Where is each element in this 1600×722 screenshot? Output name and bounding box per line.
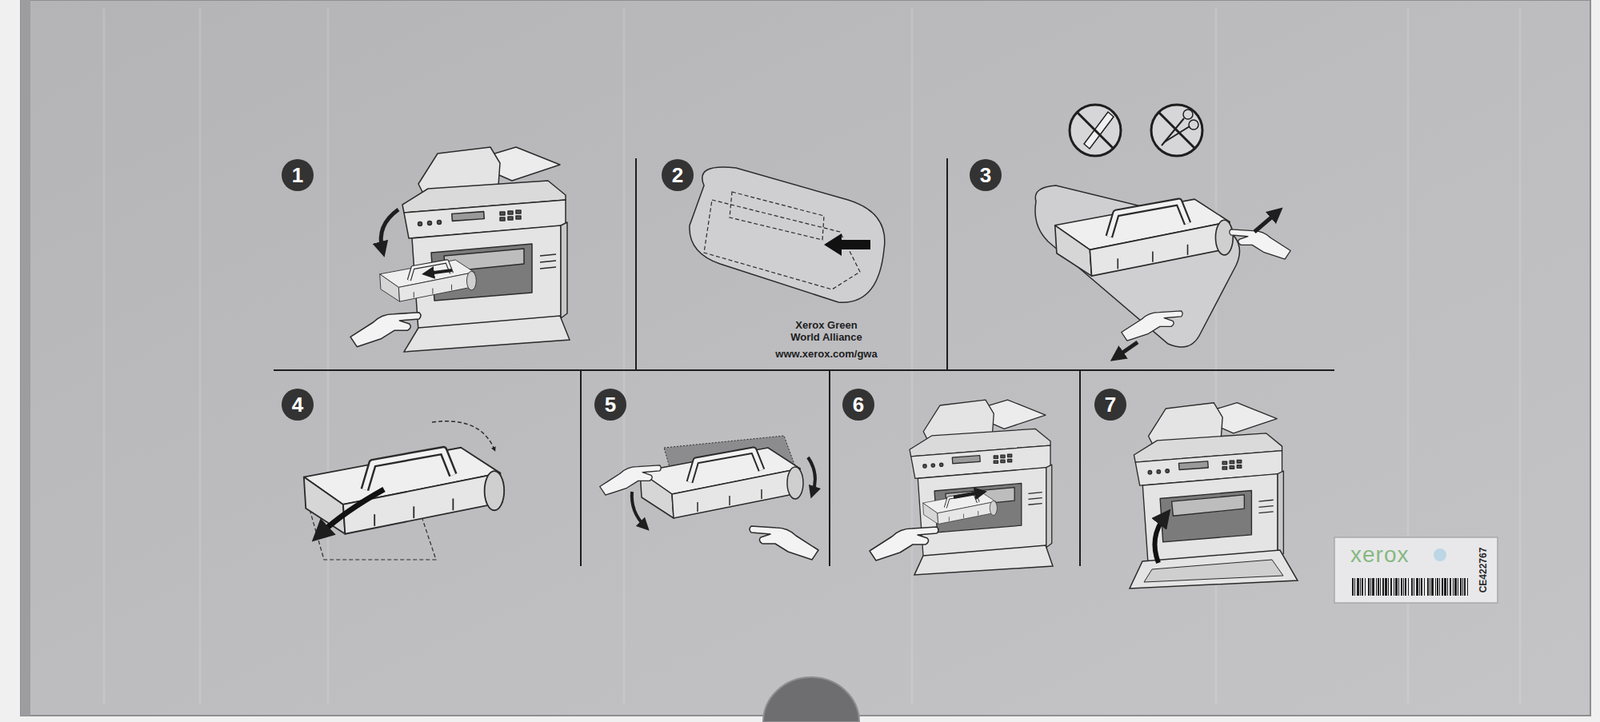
panel-grid-part bbox=[273, 369, 1335, 372]
step-6-insert-cartridge-part bbox=[869, 527, 939, 561]
product-code: CE422767 bbox=[1478, 548, 1488, 594]
step-badges bbox=[281, 159, 1127, 421]
carton-ground-part-part bbox=[327, 8, 330, 704]
program-note: Xerox Green World Alliance bbox=[781, 319, 872, 344]
web-address: www.xerox.com/gwa bbox=[775, 348, 877, 360]
product-sticker-part bbox=[1334, 537, 1498, 604]
step-badges-part bbox=[661, 159, 694, 192]
step-3-no-tools-unwrap-part bbox=[1069, 104, 1121, 156]
step-5-shake-cartridge bbox=[600, 436, 819, 560]
step-3-no-tools-unwrap-part bbox=[1229, 229, 1291, 260]
carton-ground-part-part bbox=[1215, 8, 1218, 704]
step-badges-part bbox=[281, 159, 314, 192]
step-2-bag-part bbox=[824, 233, 871, 256]
step-6-insert-cartridge-part bbox=[953, 492, 981, 498]
step-badges-part bbox=[594, 388, 627, 421]
step-7-close-door-part bbox=[1155, 516, 1166, 564]
panel-grid-part bbox=[1079, 370, 1081, 567]
step-badges-part bbox=[281, 388, 314, 421]
panel-grid-part bbox=[946, 158, 948, 371]
step-7-close-door-part bbox=[1133, 403, 1284, 571]
step-badges-part bbox=[969, 159, 1002, 192]
step-6-insert-cartridge-part bbox=[914, 545, 1053, 576]
step-3-no-tools-unwrap-part bbox=[1188, 120, 1199, 130]
step-6-insert-cartridge-part bbox=[909, 400, 1052, 559]
carton-ground-part bbox=[763, 677, 860, 722]
step-5-shake-cartridge-part bbox=[632, 492, 645, 527]
step-5-shake-cartridge-part bbox=[749, 526, 819, 560]
step-1-remove-cartridge-part bbox=[402, 147, 568, 332]
step-2-bag-part bbox=[729, 192, 824, 240]
step-3-no-tools-unwrap-part bbox=[1254, 212, 1277, 232]
carton-ground-part bbox=[20, 0, 31, 716]
step-3-no-tools-unwrap-part bbox=[1121, 311, 1183, 341]
callout-number: 6 bbox=[852, 394, 864, 416]
step-4-rotate-cartridge-part bbox=[304, 448, 504, 535]
step-2-bag bbox=[689, 167, 885, 303]
step-1-remove-cartridge-part bbox=[380, 260, 477, 302]
step-2-bag-part bbox=[689, 167, 885, 303]
carton-ground-part-part bbox=[199, 8, 202, 704]
step-4-rotate-cartridge bbox=[304, 421, 504, 560]
step-3-no-tools-unwrap-part bbox=[1151, 104, 1203, 156]
carton-ground-part bbox=[104, 8, 1520, 704]
panel-grid-part bbox=[635, 158, 637, 371]
product-sticker-label: xerox CE422767 bbox=[1334, 537, 1498, 604]
callout-number: 5 bbox=[604, 394, 616, 416]
step-6-insert-cartridge-part bbox=[923, 492, 998, 524]
step-6-insert-cartridge bbox=[869, 400, 1053, 576]
step-3-no-tools-unwrap-part bbox=[1183, 109, 1193, 120]
brand-logo-text: xerox bbox=[1350, 544, 1409, 567]
carton-ground-part-part bbox=[1519, 8, 1522, 704]
product-sticker bbox=[1334, 537, 1498, 604]
step-3-no-tools-unwrap-part bbox=[1158, 112, 1196, 149]
step-1-remove-cartridge-part bbox=[380, 209, 399, 250]
step-3-no-tools-unwrap-part bbox=[1076, 112, 1114, 149]
callout-number: 1 bbox=[292, 164, 304, 186]
step-badges-part bbox=[1094, 388, 1127, 421]
step-badges-part bbox=[842, 388, 875, 421]
step-5-shake-cartridge-part bbox=[600, 465, 661, 496]
carton-ground-part bbox=[20, 0, 1591, 716]
panel-grid-part bbox=[828, 370, 831, 567]
step-1-remove-cartridge bbox=[350, 147, 570, 352]
carton-ground-part-part bbox=[103, 8, 106, 704]
step-1-remove-cartridge-part bbox=[428, 270, 452, 274]
callout-number: 4 bbox=[292, 394, 304, 416]
callout-number: 7 bbox=[1104, 394, 1116, 416]
step-7-close-door-part bbox=[1144, 560, 1284, 583]
product-sticker-part bbox=[1352, 578, 1471, 596]
step-1-remove-cartridge-part bbox=[350, 312, 421, 348]
step-5-shake-cartridge-part bbox=[808, 457, 816, 493]
callout-number: 3 bbox=[980, 164, 992, 186]
step-3-no-tools-unwrap-part bbox=[1055, 199, 1234, 276]
step-3-no-tools-unwrap-part bbox=[1035, 185, 1240, 348]
callout-number: 2 bbox=[672, 164, 684, 186]
step-4-rotate-cartridge-part bbox=[320, 489, 384, 535]
product-sticker-part bbox=[1433, 548, 1447, 562]
step-4-rotate-cartridge-part bbox=[432, 421, 495, 450]
step-5-shake-cartridge-part bbox=[640, 448, 804, 519]
panel-grid-part bbox=[580, 370, 582, 567]
carton-ground-part-part bbox=[623, 8, 626, 704]
carton-ground-part-part bbox=[911, 8, 914, 704]
step-3-no-tools-unwrap-part bbox=[1116, 342, 1138, 357]
step-3-no-tools-unwrap bbox=[1035, 104, 1291, 357]
step-7-close-door bbox=[1129, 403, 1298, 589]
step-1-remove-cartridge-part bbox=[404, 316, 570, 352]
